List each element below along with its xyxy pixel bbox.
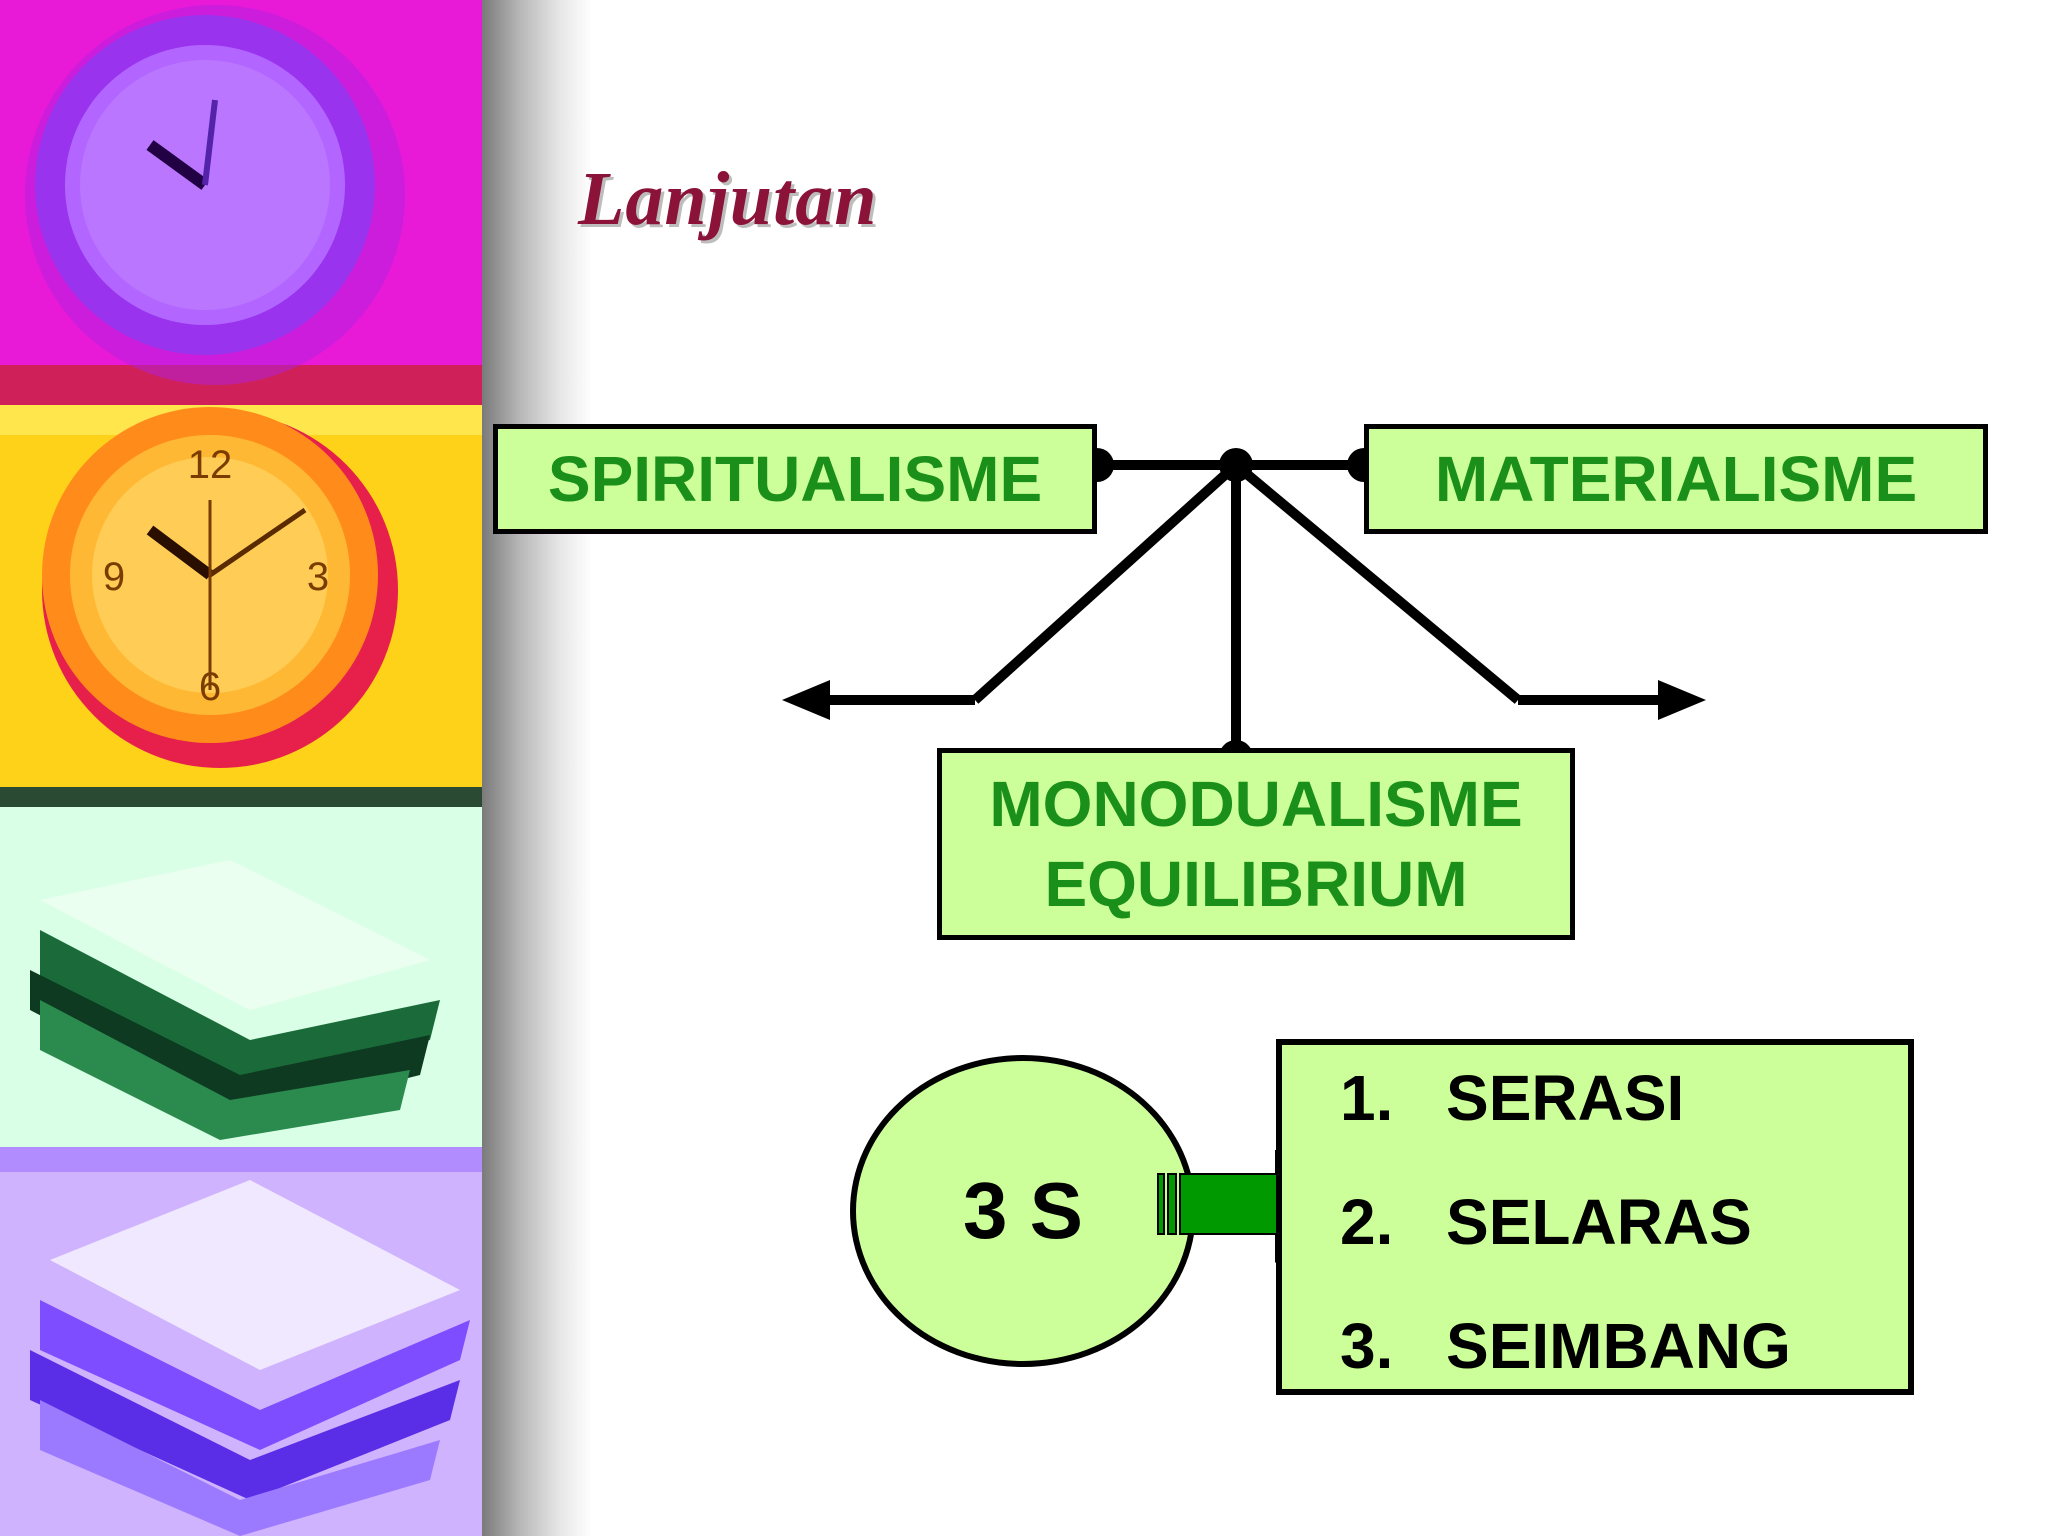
list-item-selaras: 2. SELARAS [1340,1185,1908,1309]
materialisme-label: MATERIALISME [1434,443,1918,515]
svg-text:9: 9 [103,555,125,599]
decorative-image-strip: 12 3 6 9 [0,0,482,1536]
svg-text:3: 3 [307,555,329,599]
list-label: SEIMBANG [1446,1310,1791,1382]
spiritualisme-label: SPIRITUALISME [547,443,1043,515]
three-s-list-box: 1. SERASI 2. SELARAS 3. SEIMBANG [1276,1039,1914,1395]
list-item-seimbang: 3. SEIMBANG [1340,1309,1908,1433]
slide-title: Lanjutan [578,157,878,241]
three-s-label: 3 S [962,1166,1084,1255]
list-number: 2. [1340,1186,1394,1258]
monodualisme-label: MONODUALISME [989,768,1523,840]
three-s-list: 1. SERASI 2. SELARAS 3. SEIMBANG [1340,1061,1908,1433]
clock-and-books-illustration: 12 3 6 9 [0,0,482,1536]
right-arrow-head [1658,680,1706,720]
three-s-circle: 3 S [850,1055,1196,1367]
monodualisme-box: MONODUALISME EQUILIBRIUM [937,748,1575,940]
center-connector-dot [1219,448,1253,482]
left-arrow-head [782,680,830,720]
list-number: 3. [1340,1310,1394,1382]
materialisme-box: MATERIALISME [1364,424,1988,534]
list-label: SERASI [1446,1062,1685,1134]
equilibrium-label: EQUILIBRIUM [1044,848,1468,920]
list-label: SELARAS [1446,1186,1752,1258]
strip-shadow [482,0,592,1536]
spiritualisme-box: SPIRITUALISME [493,424,1097,534]
list-number: 1. [1340,1062,1394,1134]
svg-text:12: 12 [188,443,233,487]
list-item-serasi: 1. SERASI [1340,1061,1908,1185]
